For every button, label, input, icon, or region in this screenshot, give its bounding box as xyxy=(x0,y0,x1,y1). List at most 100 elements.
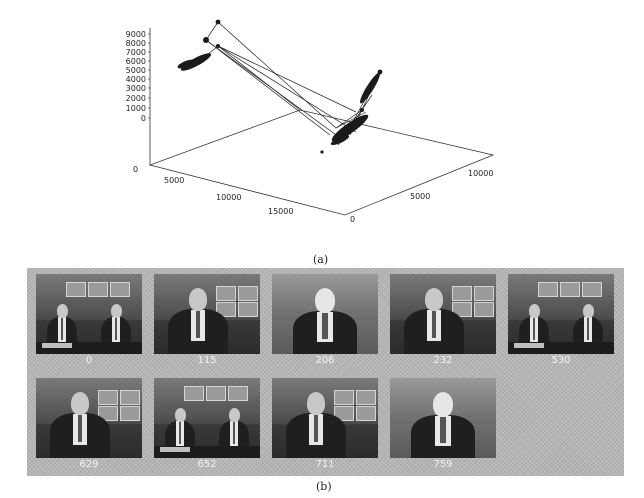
studio-monitor xyxy=(560,282,580,297)
keyframe-thumbnail xyxy=(390,378,496,458)
studio-monitor xyxy=(98,406,118,421)
studio-monitor xyxy=(474,286,494,301)
studio-monitor xyxy=(356,406,376,421)
anchor-head xyxy=(307,392,325,415)
anchor-head xyxy=(433,392,453,417)
studio-monitor xyxy=(216,286,236,301)
x-tick-label: 10000 xyxy=(216,193,241,202)
cluster-right xyxy=(320,69,383,154)
studio-monitor xyxy=(110,282,130,297)
anchor-head xyxy=(528,304,540,318)
lower-third-caption xyxy=(514,343,544,348)
anchor-head xyxy=(71,392,89,415)
z-tick-label: 3000 xyxy=(126,84,146,93)
keyframe-thumbnail xyxy=(36,378,142,458)
keyframe-gallery: 0 115 206 232 530 629 652 711 759 xyxy=(27,268,624,476)
studio-backdrop xyxy=(36,274,142,320)
anchor-head xyxy=(56,304,68,318)
keyframe: 759 xyxy=(390,378,496,474)
studio-backdrop xyxy=(508,274,614,320)
y-tick-label: 5000 xyxy=(410,192,430,201)
keyframe-label: 0 xyxy=(85,355,93,366)
anchor-tie xyxy=(114,317,118,341)
keyframe-thumbnail xyxy=(390,274,496,354)
keyframe-thumbnail xyxy=(272,378,378,458)
z-tick-label: 7000 xyxy=(126,48,146,57)
panel-b-caption: (b) xyxy=(316,480,332,493)
keyframe-label: 232 xyxy=(433,355,453,366)
anchor-tie xyxy=(77,414,83,442)
z-tick-label: 1000 xyxy=(126,104,146,113)
anchor-tie xyxy=(440,417,446,443)
studio-monitor xyxy=(120,390,140,405)
anchor-tie xyxy=(232,421,236,445)
lower-third-caption xyxy=(160,447,190,452)
keyframe-label: 759 xyxy=(433,459,453,470)
anchor-tie xyxy=(60,317,64,341)
anchor-tie xyxy=(313,414,319,442)
studio-monitor xyxy=(238,286,258,301)
keyframe-label: 652 xyxy=(197,459,217,470)
keyframe-label: 629 xyxy=(79,459,99,470)
keyframe-label: 711 xyxy=(315,459,335,470)
z-tick-label: 0 xyxy=(141,114,146,123)
keyframe: 232 xyxy=(390,274,496,370)
plot-floor xyxy=(148,109,495,216)
anchor-head xyxy=(228,408,240,422)
keyframe-label: 115 xyxy=(197,355,217,366)
studio-monitor xyxy=(98,390,118,405)
keyframe-label: 206 xyxy=(315,355,335,366)
anchor-tie xyxy=(532,317,536,341)
studio-monitor xyxy=(334,406,354,421)
studio-monitor xyxy=(538,282,558,297)
keyframe: 530 xyxy=(508,274,614,370)
anchor-head xyxy=(582,304,594,318)
y-axis-ticks: 0 5000 10000 xyxy=(350,169,493,224)
anchor-tie xyxy=(178,421,182,445)
keyframe-label: 530 xyxy=(551,355,571,366)
studio-monitor xyxy=(452,302,472,317)
keyframe: 711 xyxy=(272,378,378,474)
z-tick-label: 5000 xyxy=(126,66,146,75)
studio-monitor xyxy=(238,302,258,317)
anchor-tie xyxy=(586,317,590,341)
y-tick-label: 10000 xyxy=(468,169,493,178)
z-tick-label: 9000 xyxy=(126,30,146,39)
keyframe: 206 xyxy=(272,274,378,370)
cluster-left xyxy=(177,19,221,71)
keyframe: 0 xyxy=(36,274,142,370)
keyframe: 115 xyxy=(154,274,260,370)
keyframe-thumbnail xyxy=(36,274,142,354)
anchor-head xyxy=(174,408,186,422)
studio-monitor xyxy=(88,282,108,297)
studio-monitor xyxy=(206,386,226,401)
anchor-tie xyxy=(322,313,328,339)
anchor-head xyxy=(315,288,335,313)
anchor-tie xyxy=(195,310,201,338)
keyframe: 629 xyxy=(36,378,142,474)
keyframe-thumbnail xyxy=(508,274,614,354)
lower-third-caption xyxy=(42,343,72,348)
studio-monitor xyxy=(334,390,354,405)
anchor-head xyxy=(189,288,207,311)
studio-monitor xyxy=(216,302,236,317)
x-tick-label: 5000 xyxy=(164,176,184,185)
keyframe: 652 xyxy=(154,378,260,474)
keyframe-thumbnail xyxy=(154,274,260,354)
x-tick-label: 15000 xyxy=(268,207,293,216)
studio-monitor xyxy=(356,390,376,405)
z-tick-label: 8000 xyxy=(126,39,146,48)
anchor-tie xyxy=(431,310,437,338)
y-tick-label: 0 xyxy=(350,215,355,224)
studio-monitor xyxy=(474,302,494,317)
z-tick-label: 2000 xyxy=(126,94,146,103)
z-tick-label: 4000 xyxy=(126,75,146,84)
x-axis-ticks: 5000 10000 15000 xyxy=(164,176,293,216)
z-tick-label: 6000 xyxy=(126,57,146,66)
studio-backdrop xyxy=(154,378,260,424)
panel-a-caption: (a) xyxy=(313,253,329,266)
studio-monitor xyxy=(228,386,248,401)
studio-monitor xyxy=(66,282,86,297)
